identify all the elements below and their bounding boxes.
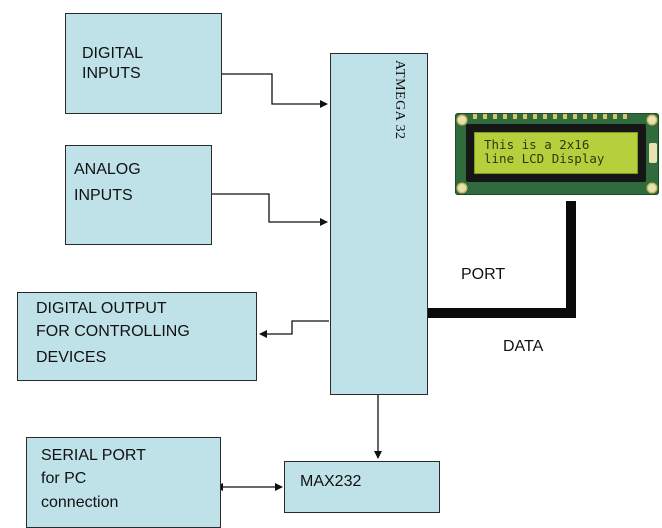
digital-inputs-block: DIGITAL INPUTS bbox=[65, 13, 222, 114]
lcd-header-pins bbox=[473, 114, 633, 119]
serial-port-line-2: for PC bbox=[41, 470, 87, 487]
max232-label: MAX232 bbox=[300, 473, 362, 490]
digital-inputs-arrow bbox=[221, 73, 328, 108]
digital-output-line-1: DIGITAL OUTPUT bbox=[36, 300, 167, 317]
microcontroller-block bbox=[330, 53, 428, 395]
lcd-line-1: This is a 2x16 bbox=[484, 137, 590, 152]
mounting-hole-icon bbox=[648, 116, 656, 124]
microcontroller-label: ATMEGA 32 bbox=[392, 60, 407, 140]
analog-inputs-arrow bbox=[211, 193, 328, 226]
analog-inputs-block: ANALOG INPUTS bbox=[65, 145, 212, 245]
max232-block: MAX232 bbox=[284, 461, 440, 513]
analog-inputs-line-1: ANALOG bbox=[74, 161, 141, 178]
digital-inputs-line-2: INPUTS bbox=[82, 65, 141, 82]
mounting-hole-icon bbox=[648, 184, 656, 192]
digital-output-arrow bbox=[259, 320, 329, 338]
mounting-hole-icon bbox=[458, 184, 466, 192]
digital-output-block: DIGITAL OUTPUT FOR CONTROLLING DEVICES bbox=[17, 292, 257, 381]
digital-output-line-2: FOR CONTROLLING bbox=[36, 323, 190, 340]
lcd-screen: This is a 2x16 line LCD Display bbox=[474, 132, 638, 174]
lcd-connector-tab bbox=[649, 143, 657, 163]
lcd-bezel: This is a 2x16 line LCD Display bbox=[466, 124, 646, 182]
digital-output-line-3: DEVICES bbox=[36, 349, 107, 366]
serial-port-line-1: SERIAL PORT bbox=[41, 447, 146, 464]
digital-inputs-line-1: DIGITAL bbox=[82, 45, 144, 62]
data-bus-line bbox=[428, 201, 576, 318]
lcd-line-2: line LCD Display bbox=[484, 151, 605, 166]
lcd-display-module: This is a 2x16 line LCD Display bbox=[455, 113, 659, 195]
mounting-hole-icon bbox=[458, 116, 466, 124]
serial-port-block: SERIAL PORT for PC connection bbox=[26, 437, 221, 528]
data-label: DATA bbox=[503, 338, 544, 355]
analog-inputs-line-2: INPUTS bbox=[74, 187, 133, 204]
port-label: PORT bbox=[461, 266, 506, 283]
serial-port-line-3: connection bbox=[41, 494, 119, 511]
